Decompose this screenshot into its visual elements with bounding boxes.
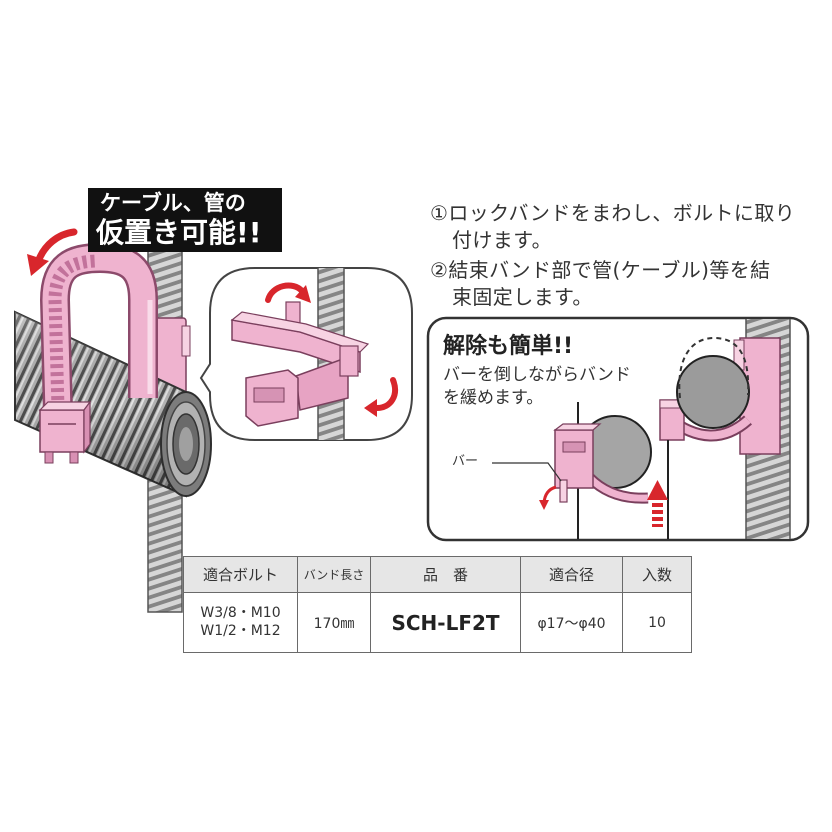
cell-quantity: 10 [622, 592, 692, 653]
header-band-length: バンド長さ [297, 556, 371, 593]
cell-diameter: φ17〜φ40 [520, 592, 623, 653]
step-1-line-2: 付けます。 [452, 228, 552, 252]
up-arrow-icon [647, 480, 668, 527]
step-1-line-1: ①ロックバンドをまわし、ボルトに取り [430, 201, 796, 225]
callout-line-2: 仮置き可能!! [96, 216, 262, 249]
bar-leader-line [492, 462, 562, 482]
band-clip [38, 400, 92, 464]
header-diameter: 適合径 [520, 556, 623, 593]
header-bolt: 適合ボルト [183, 556, 298, 593]
pipe-cross-section [676, 355, 750, 429]
zoom-callout [199, 267, 413, 441]
cell-part-number: SCH-LF2T [370, 592, 521, 653]
step-2-line-2: 束固定します。 [452, 285, 593, 309]
header-quantity: 入数 [622, 556, 692, 593]
table-header-row: 適合ボルト バンド長さ 品 番 適合径 入数 [183, 556, 692, 593]
cell-bolt: W3/8・M10 W1/2・M12 [183, 592, 298, 653]
release-desc-line-1: バーを倒しながらバンド [443, 365, 631, 385]
bar-detail [553, 402, 652, 539]
release-desc-line-2: を緩めます。 [443, 388, 544, 408]
callout-line-1: ケーブル、管の [100, 191, 246, 215]
released-band-outline [678, 336, 750, 399]
main-illustration [14, 228, 212, 613]
tilt-arrow-icon [539, 485, 557, 510]
release-box [426, 316, 810, 542]
release-bar [559, 479, 568, 503]
header-part-number: 品 番 [370, 556, 521, 593]
lock-band [39, 242, 158, 413]
step-2-line-1: ②結束バンド部で管(ケーブル)等を結 [430, 258, 771, 282]
cell-bolt-line-2: W1/2・M12 [200, 622, 281, 639]
table-row: W3/8・M10 W1/2・M12 170㎜ SCH-LF2T φ17〜φ40 … [183, 592, 692, 653]
cell-band-length: 170㎜ [297, 592, 371, 653]
cell-bolt-line-1: W3/8・M10 [200, 605, 281, 621]
release-title: 解除も簡単!! [443, 334, 574, 359]
zoom-clip-part [230, 301, 370, 427]
spec-table: 適合ボルト バンド長さ 品 番 適合径 入数 W3/8・M10 W1/2・M12… [183, 556, 692, 653]
rotate-arrow-icon [265, 282, 398, 417]
curved-arrow-icon [27, 228, 78, 276]
bar-label: バー [452, 454, 479, 469]
callout-box [88, 188, 282, 252]
